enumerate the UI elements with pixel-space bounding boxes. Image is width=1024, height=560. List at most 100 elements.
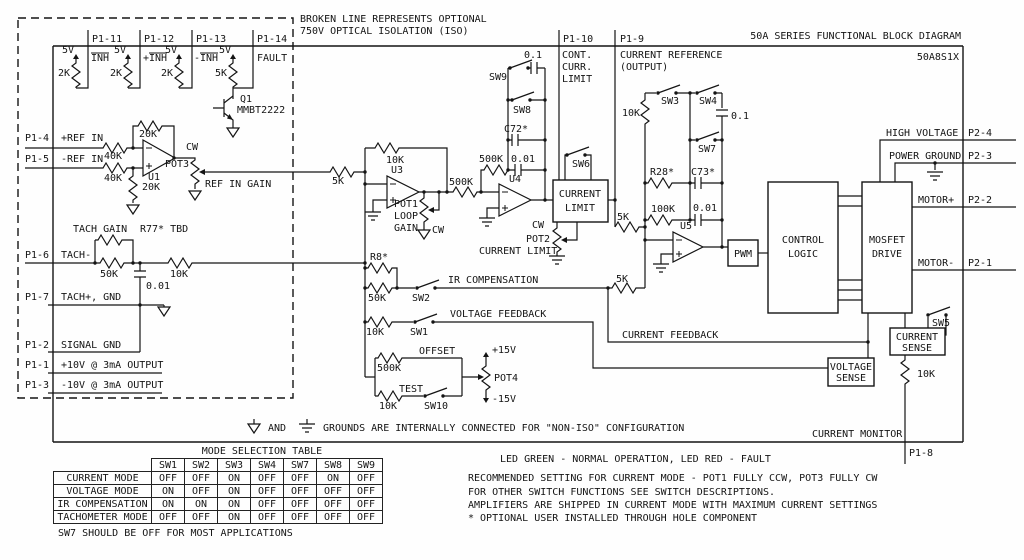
label-ir-compensation: IR COMPENSATION xyxy=(448,275,538,286)
col-sw7: SW7 xyxy=(283,458,317,472)
frame xyxy=(17,17,964,443)
label-c72: C72* xyxy=(504,124,528,135)
cell: OFF xyxy=(283,510,317,524)
label-50k: 50K xyxy=(368,293,386,304)
text-labels: BROKEN LINE REPRESENTS OPTIONAL 750V OPT… xyxy=(25,14,992,539)
pot4-wiper-icon xyxy=(478,374,484,380)
mode-table-corner xyxy=(54,459,152,472)
diagram-title: 50A SERIES FUNCTIONAL BLOCK DIAGRAM xyxy=(750,31,961,42)
u1-opamp-icon xyxy=(142,138,177,178)
cell: ON xyxy=(217,471,251,485)
label-2k: 2K xyxy=(110,68,122,79)
label-5v: 5V xyxy=(62,45,74,56)
label-2k: 2K xyxy=(58,68,70,79)
sw1-switch xyxy=(413,313,438,324)
inhibit-fault-pullups xyxy=(71,30,254,139)
label-10k: 10K xyxy=(379,401,397,412)
pin-p1-10: P1-10 xyxy=(563,34,593,45)
current-feedback-line xyxy=(607,288,868,343)
label-20k: 20K xyxy=(142,182,160,193)
voltage-sense-block xyxy=(827,357,875,387)
mosfet-drive-block xyxy=(861,181,913,314)
note-switch-functions: FOR OTHER SWITCH FUNCTIONS SEE SWITCH DE… xyxy=(468,487,775,498)
cell: OFF xyxy=(250,510,284,524)
pin-p1-7: P1-7 xyxy=(25,292,49,303)
pot1-wiper-icon xyxy=(428,207,434,213)
row-label-voltage-mode: VOLTAGE MODE xyxy=(53,484,152,498)
pin-p2-4: P2-4 xyxy=(968,128,992,139)
pin-p1-14: P1-14 xyxy=(257,34,287,45)
label-20k: 20K xyxy=(139,129,157,140)
cell: OFF xyxy=(316,510,350,524)
label-100k: 100K xyxy=(651,204,675,215)
row-label-ir-compensation: IR COMPENSATION xyxy=(53,497,152,511)
cell: ON xyxy=(217,510,251,524)
cell: OFF xyxy=(316,497,350,511)
pin-p2-1: P2-1 xyxy=(968,258,992,269)
sw2-switch xyxy=(415,279,608,290)
label-offset: OFFSET xyxy=(419,346,455,357)
cell: OFF xyxy=(316,484,350,498)
pin-p1-12: P1-12 xyxy=(144,34,174,45)
label-sw3: SW3 xyxy=(661,96,679,107)
label-500k: 500K xyxy=(377,363,401,374)
ground-iso-icon xyxy=(225,126,241,139)
u3-opamp-icon xyxy=(386,175,421,209)
cell: OFF xyxy=(349,471,383,485)
label-sw1: SW1 xyxy=(410,327,428,338)
col-sw4: SW4 xyxy=(250,458,284,472)
signal-inh: INH xyxy=(91,53,109,64)
pin-p1-4: P1-4 xyxy=(25,133,49,144)
table-row: TACHOMETER MODE OFF OFF ON OFF OFF OFF O… xyxy=(53,510,383,524)
cell: OFF xyxy=(184,471,218,485)
signal-minus-ref-in: -REF IN xyxy=(61,154,103,165)
cell: ON xyxy=(217,497,251,511)
cell: OFF xyxy=(250,497,284,511)
pin-p1-1: P1-1 xyxy=(25,360,49,371)
label-10k: 10K xyxy=(386,155,404,166)
label-u4: U4 xyxy=(509,174,521,185)
label-sw9: SW9 xyxy=(489,72,507,83)
sw8-switch xyxy=(508,91,545,102)
signal-signal-gnd: SIGNAL GND xyxy=(61,340,121,351)
ground-noniso-icon xyxy=(299,419,315,433)
current-sense-text1: CURRENT xyxy=(896,332,938,343)
voltage-sense-text1: VOLTAGE xyxy=(830,362,872,373)
ground-noniso-icon xyxy=(653,263,669,273)
label-10k: 10K xyxy=(622,108,640,119)
signal-plus10v: +10V @ 3mA OUTPUT xyxy=(61,360,163,371)
ground-iso-icon xyxy=(187,190,203,202)
sw5-switch xyxy=(926,306,951,336)
label-current-monitor: CURRENT MONITOR xyxy=(812,429,903,440)
label-pot4: POT4 xyxy=(494,373,518,384)
signal-minus10v: -10V @ 3mA OUTPUT xyxy=(61,380,163,391)
label-5v: 5V xyxy=(219,45,231,56)
row-label-current-mode: CURRENT MODE xyxy=(53,471,152,485)
label-current-limit-caption: CURRENT LIMIT xyxy=(479,246,557,257)
label-01: 0.1 xyxy=(731,111,749,122)
cell: ON xyxy=(184,497,218,511)
pin-p1-11: P1-11 xyxy=(92,34,122,45)
power-pins xyxy=(879,139,1016,271)
label-40k: 40K xyxy=(104,151,122,162)
iso-note-1: BROKEN LINE REPRESENTS OPTIONAL xyxy=(300,14,487,25)
signal-fault: FAULT xyxy=(257,53,287,64)
label-10k: 10K xyxy=(366,327,384,338)
cell: OFF xyxy=(184,484,218,498)
note-recommended: RECOMMENDED SETTING FOR CURRENT MODE - P… xyxy=(468,473,878,484)
label-high-voltage: HIGH VOLTAGE xyxy=(886,128,958,139)
cell: ON xyxy=(316,471,350,485)
sw7-switch xyxy=(690,131,722,142)
ground-iso-icon xyxy=(156,306,172,318)
pin-p1-2: P1-2 xyxy=(25,340,49,351)
label-test: TEST xyxy=(399,384,423,395)
ground-noniso-icon xyxy=(479,217,495,227)
cell: OFF xyxy=(349,484,383,498)
pin-p1-9: P1-9 xyxy=(620,34,644,45)
plus15v-arrow-icon xyxy=(483,352,489,357)
signal-plus-ref-in: +REF IN xyxy=(61,133,103,144)
label-sw4: SW4 xyxy=(699,96,717,107)
current-limit-block-text1: CURRENT xyxy=(559,189,601,200)
cell: OFF xyxy=(349,510,383,524)
label-cw: CW xyxy=(532,220,545,231)
